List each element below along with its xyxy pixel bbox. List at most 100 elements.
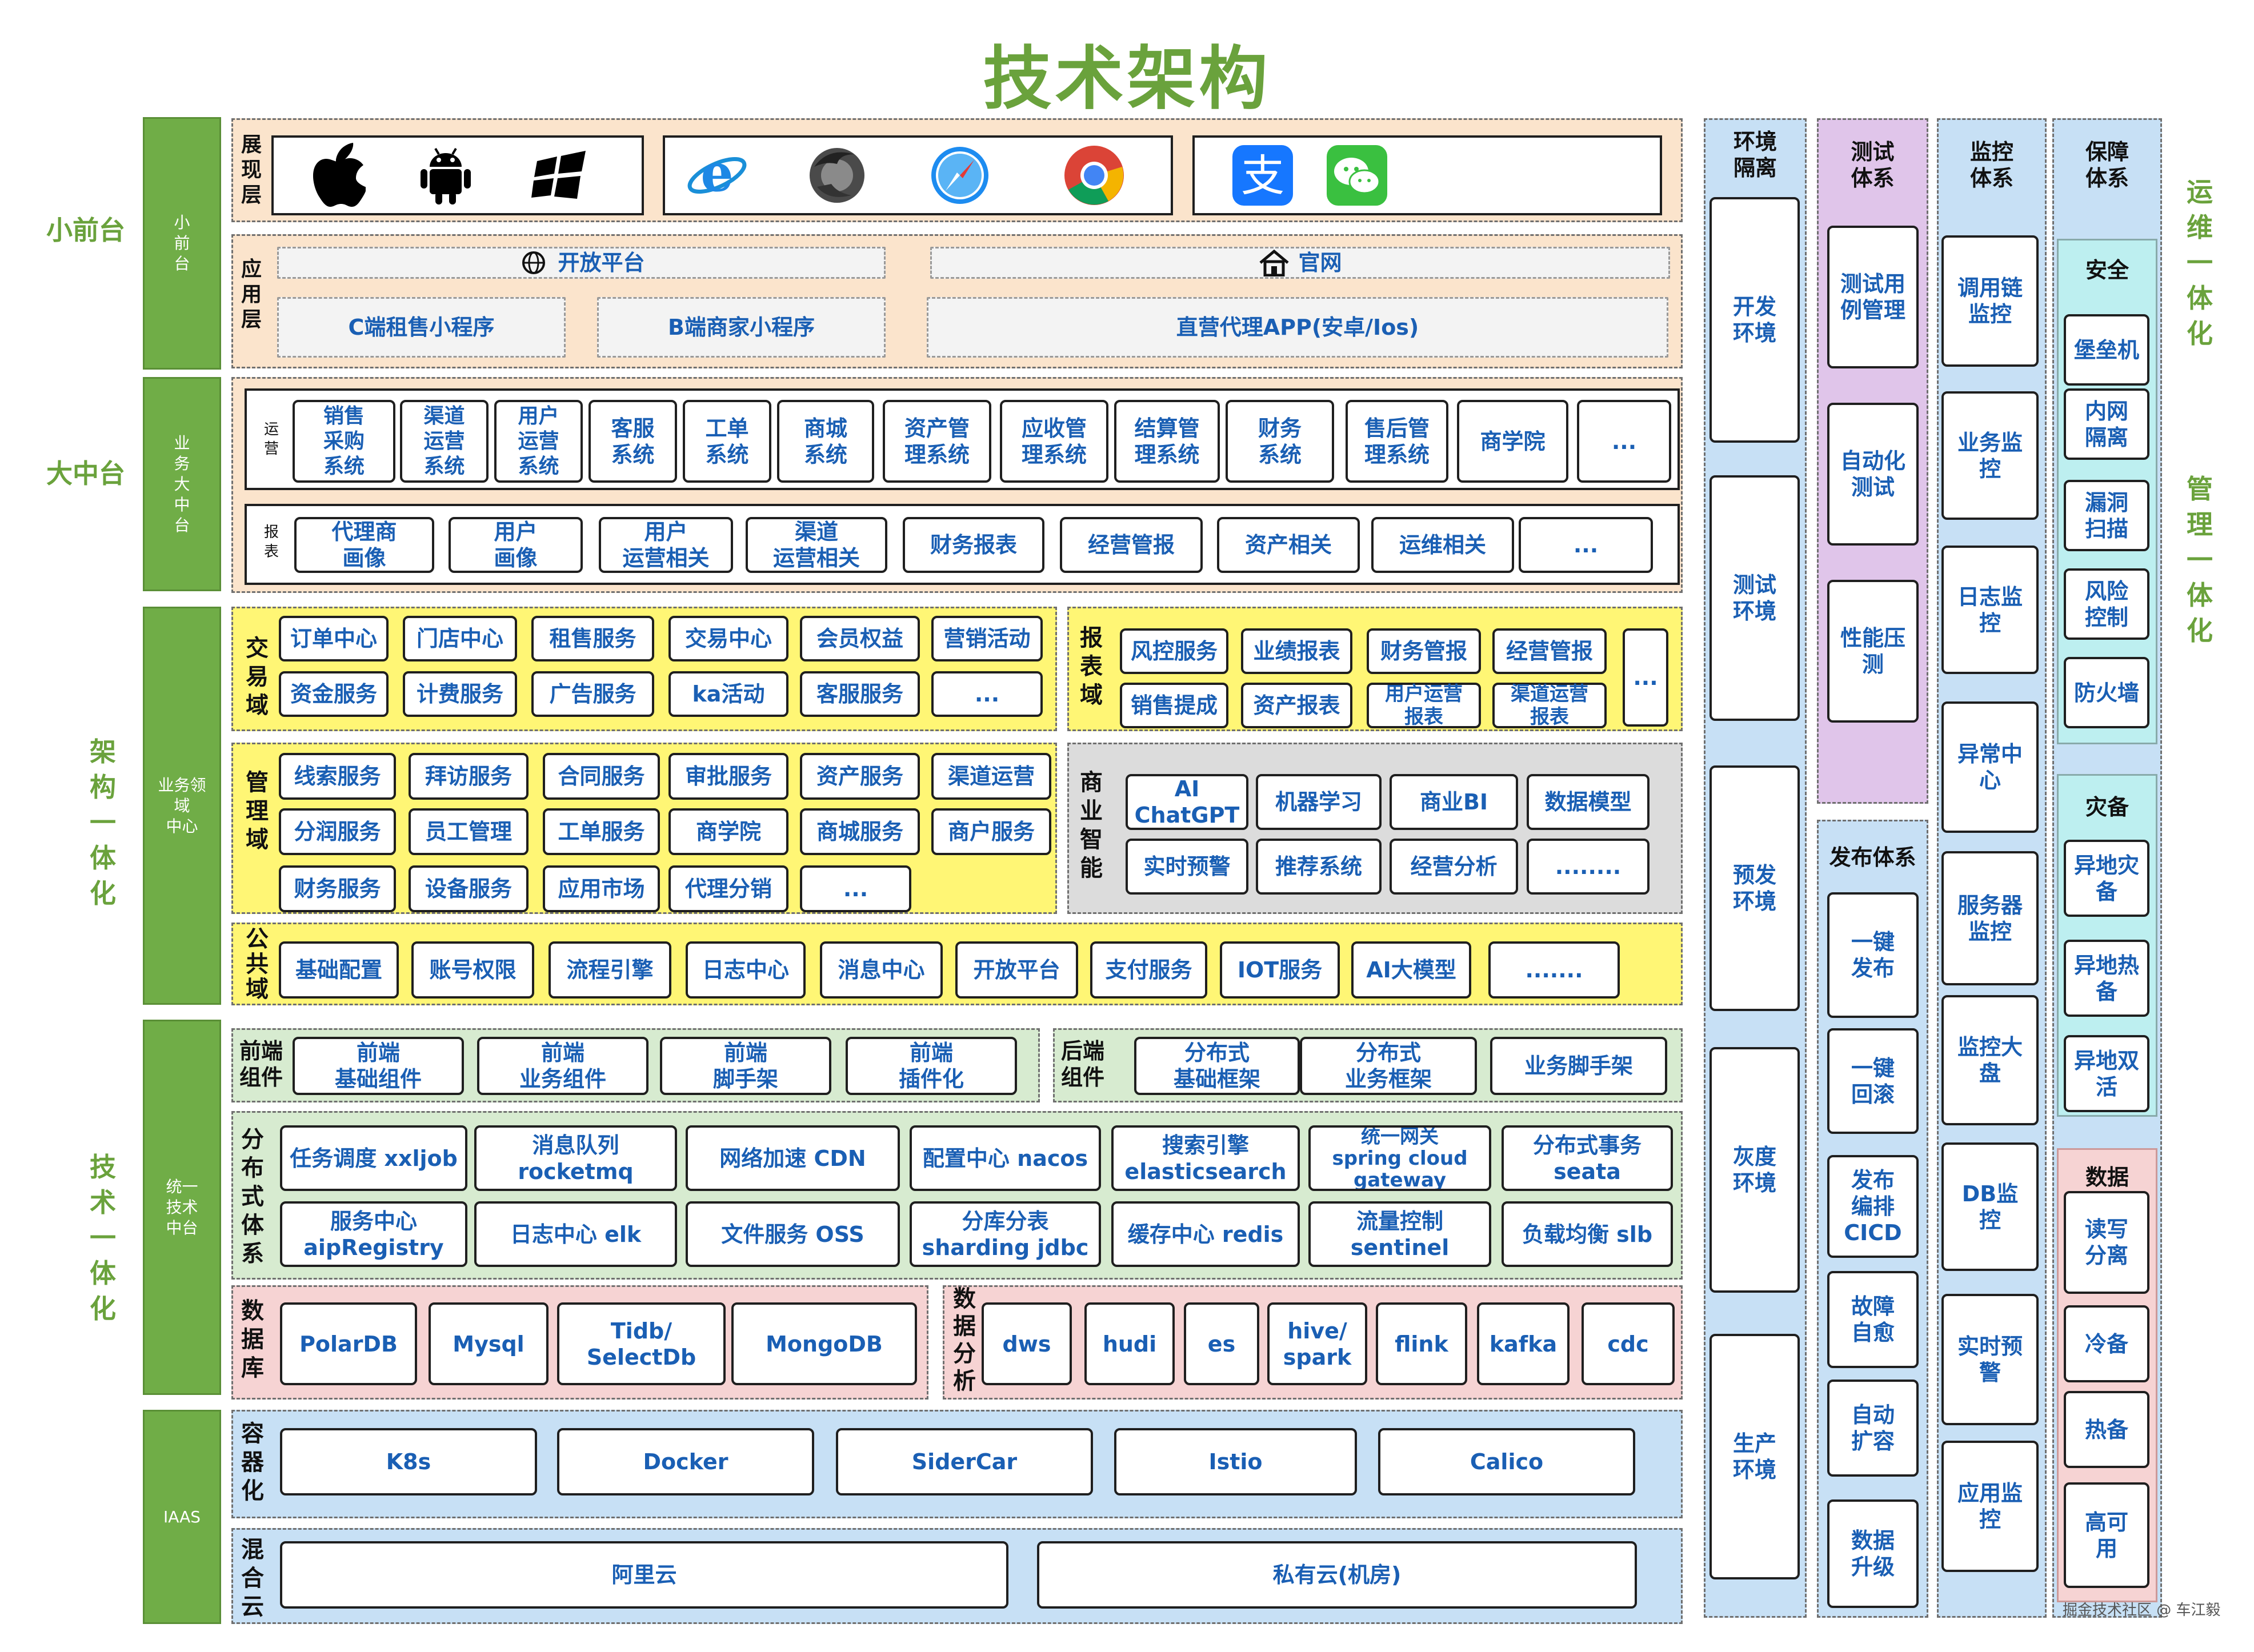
distributed-item-13[interactable]: 负载均衡 slb — [1502, 1201, 1673, 1267]
management-item-0[interactable]: 线索服务 — [279, 753, 396, 800]
public-item-4[interactable]: 消息中心 — [820, 941, 943, 999]
monitor-item-4[interactable]: 服务器 监控 — [1941, 851, 2039, 985]
public-item-0[interactable]: 基础配置 — [279, 941, 399, 999]
distributed-item-9[interactable]: 文件服务 OSS — [686, 1201, 900, 1267]
distributed-item-3[interactable]: 配置中心 nacos — [910, 1125, 1101, 1191]
trade-item-5[interactable]: 营销活动 — [931, 616, 1043, 661]
data-item-8[interactable]: flink — [1376, 1302, 1467, 1385]
container-item-0[interactable]: K8s — [280, 1428, 537, 1495]
management-item-1[interactable]: 拜访服务 — [409, 753, 529, 800]
report-domain-item-3[interactable]: 经营管报 — [1492, 628, 1607, 674]
operations-item-0[interactable]: 销售 采购 系统 — [293, 400, 395, 483]
distributed-item-5[interactable]: 统一网关 spring cloud gateway — [1308, 1125, 1491, 1191]
guarantee-item-8[interactable]: 读写 分离 — [2064, 1191, 2149, 1294]
data-item-3[interactable]: MongoDB — [731, 1302, 917, 1385]
trade-item-9[interactable]: ka活动 — [668, 671, 788, 717]
distributed-item-4[interactable]: 搜索引擎 elasticsearch — [1111, 1125, 1300, 1191]
release-item-3[interactable]: 故障 自愈 — [1827, 1271, 1919, 1368]
monitor-item-6[interactable]: DB监 控 — [1941, 1142, 2039, 1271]
component-item-0[interactable]: 前端 基础组件 — [293, 1037, 464, 1095]
bi-item-2[interactable]: 商业BI — [1390, 774, 1518, 830]
monitor-item-0[interactable]: 调用链 监控 — [1941, 235, 2039, 367]
public-item-8[interactable]: AI大模型 — [1351, 941, 1471, 999]
monitor-item-5[interactable]: 监控大 盘 — [1941, 995, 2039, 1125]
cloud-item-1[interactable]: 私有云(机房) — [1037, 1541, 1637, 1609]
container-item-3[interactable]: Istio — [1114, 1428, 1357, 1495]
component-item-5[interactable]: 分布式 业务框架 — [1300, 1037, 1477, 1095]
report-domain-item-6[interactable]: 用户运营 报表 — [1367, 683, 1481, 728]
trade-item-6[interactable]: 资金服务 — [279, 671, 389, 717]
data-item-5[interactable]: hudi — [1084, 1302, 1175, 1385]
bi-item-7[interactable]: ........ — [1527, 839, 1650, 895]
container-item-1[interactable]: Docker — [557, 1428, 814, 1495]
trade-item-11[interactable]: ... — [931, 671, 1043, 717]
report-item-4[interactable]: 财务报表 — [903, 517, 1044, 573]
report-item-1[interactable]: 用户 画像 — [449, 517, 583, 573]
monitor-item-3[interactable]: 异常中 心 — [1941, 701, 2039, 833]
public-item-3[interactable]: 日志中心 — [686, 941, 806, 999]
env-item-3[interactable]: 灰度 环境 — [1709, 1047, 1800, 1293]
report-item-5[interactable]: 经营管报 — [1060, 517, 1203, 573]
distributed-item-2[interactable]: 网络加速 CDN — [686, 1125, 900, 1191]
guarantee-item-1[interactable]: 内网 隔离 — [2064, 388, 2149, 460]
report-item-8[interactable]: ... — [1519, 517, 1653, 573]
management-item-4[interactable]: 资产服务 — [800, 753, 920, 800]
public-item-5[interactable]: 开放平台 — [955, 941, 1078, 999]
monitor-item-2[interactable]: 日志监 控 — [1941, 546, 2039, 674]
component-item-6[interactable]: 业务脚手架 — [1490, 1037, 1667, 1095]
management-item-6[interactable]: 分润服务 — [279, 808, 396, 855]
component-item-1[interactable]: 前端 业务组件 — [477, 1037, 648, 1095]
guarantee-item-5[interactable]: 异地灾 备 — [2064, 840, 2149, 917]
management-item-10[interactable]: 商城服务 — [800, 808, 920, 855]
report-item-0[interactable]: 代理商 画像 — [294, 517, 434, 573]
bi-item-0[interactable]: AI ChatGPT — [1126, 774, 1248, 830]
public-item-9[interactable]: ....... — [1488, 941, 1620, 999]
management-item-12[interactable]: 财务服务 — [279, 865, 396, 912]
guarantee-item-6[interactable]: 异地热 备 — [2064, 940, 2149, 1017]
operations-item-6[interactable]: 资产管 理系统 — [883, 400, 991, 483]
public-item-2[interactable]: 流程引擎 — [549, 941, 671, 999]
report-item-2[interactable]: 用户 运营相关 — [599, 517, 733, 573]
trade-item-1[interactable]: 门店中心 — [403, 616, 517, 661]
trade-item-4[interactable]: 会员权益 — [800, 616, 920, 661]
env-item-1[interactable]: 测试 环境 — [1709, 475, 1800, 721]
report-domain-item-0[interactable]: 风控服务 — [1120, 628, 1228, 674]
operations-item-2[interactable]: 用户 运营 系统 — [494, 400, 583, 483]
operations-item-11[interactable]: 商学院 — [1457, 400, 1568, 483]
data-item-2[interactable]: Tidb/ SelectDb — [557, 1302, 726, 1385]
data-item-1[interactable]: Mysql — [429, 1302, 549, 1385]
bi-item-4[interactable]: 实时预警 — [1126, 839, 1248, 895]
release-item-5[interactable]: 数据 升级 — [1827, 1499, 1919, 1608]
management-item-13[interactable]: 设备服务 — [409, 865, 529, 912]
bi-item-5[interactable]: 推荐系统 — [1256, 839, 1382, 895]
report-item-7[interactable]: 运维相关 — [1371, 517, 1514, 573]
management-item-3[interactable]: 审批服务 — [668, 753, 788, 800]
trade-item-8[interactable]: 广告服务 — [531, 671, 654, 717]
report-domain-item-2[interactable]: 财务管报 — [1367, 628, 1481, 674]
cloud-item-0[interactable]: 阿里云 — [280, 1541, 1008, 1609]
operations-item-9[interactable]: 财务 系统 — [1226, 400, 1334, 483]
management-item-8[interactable]: 工单服务 — [543, 808, 660, 855]
data-item-10[interactable]: cdc — [1582, 1302, 1675, 1385]
trade-item-0[interactable]: 订单中心 — [279, 616, 389, 661]
operations-item-12[interactable]: ... — [1577, 400, 1671, 483]
guarantee-item-2[interactable]: 漏洞 扫描 — [2064, 480, 2149, 551]
trade-item-2[interactable]: 租售服务 — [531, 616, 654, 661]
app-c-rental[interactable]: C端租售小程序 — [277, 297, 566, 358]
operations-item-1[interactable]: 渠道 运营 系统 — [400, 400, 489, 483]
monitor-item-7[interactable]: 实时预 警 — [1941, 1294, 2039, 1425]
data-item-6[interactable]: es — [1184, 1302, 1259, 1385]
release-item-4[interactable]: 自动 扩容 — [1827, 1380, 1919, 1477]
app-direct-agent[interactable]: 直营代理APP(安卓/Ios) — [927, 297, 1668, 358]
data-item-7[interactable]: hive/ spark — [1267, 1302, 1367, 1385]
report-domain-item-5[interactable]: 资产报表 — [1241, 683, 1352, 728]
guarantee-item-9[interactable]: 冷备 — [2064, 1305, 2149, 1382]
guarantee-item-10[interactable]: 热备 — [2064, 1391, 2149, 1468]
official-website-banner[interactable]: 官网 — [930, 247, 1670, 279]
open-platform-banner[interactable]: 开放平台 — [277, 247, 886, 279]
management-item-5[interactable]: 渠道运营 — [931, 753, 1051, 800]
guarantee-item-7[interactable]: 异地双 活 — [2064, 1035, 2149, 1112]
management-item-2[interactable]: 合同服务 — [543, 753, 660, 800]
report-domain-item-1[interactable]: 业绩报表 — [1241, 628, 1352, 674]
release-item-2[interactable]: 发布 编排 CICD — [1827, 1155, 1919, 1258]
